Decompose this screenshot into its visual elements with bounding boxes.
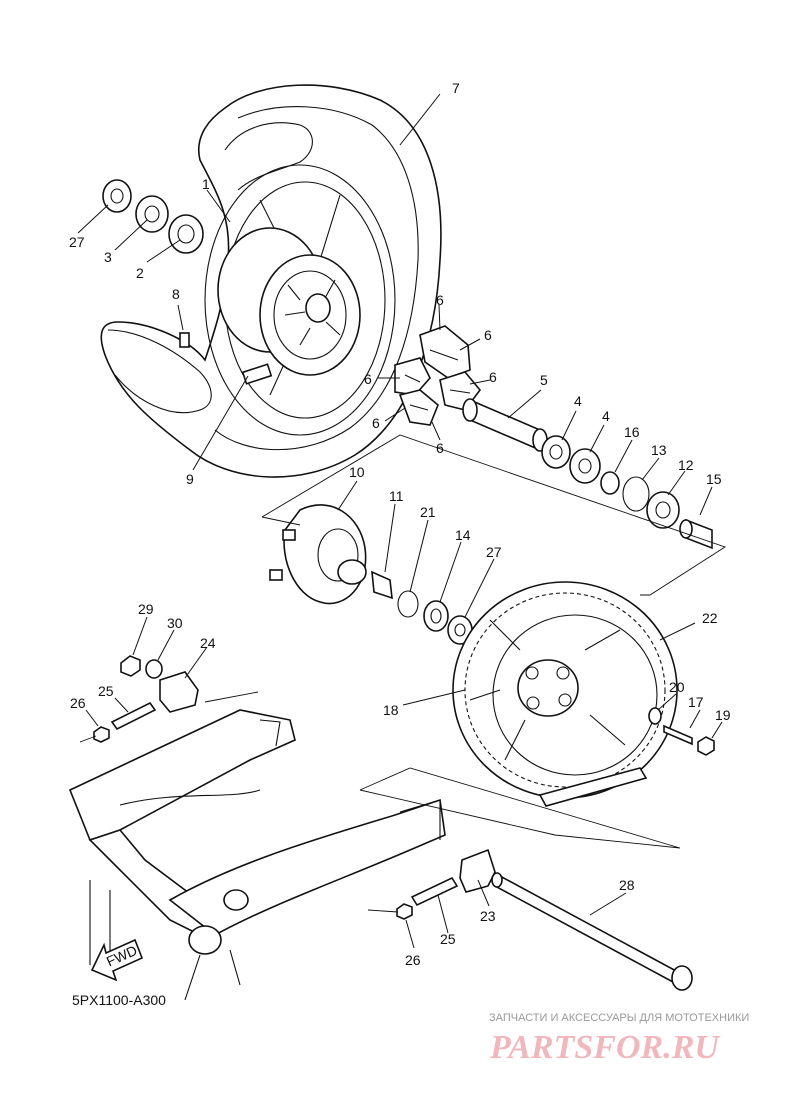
callout-25: 25 <box>98 683 114 699</box>
watermark-tagline: ЗАПЧАСТИ И АКСЕССУАРЫ ДЛЯ МОТОТЕХНИКИ <box>489 1012 749 1024</box>
nut <box>120 655 141 677</box>
valve-stem <box>241 363 273 385</box>
callout-7: 7 <box>452 80 460 96</box>
belt <box>538 767 648 807</box>
callout-28: 28 <box>619 877 635 893</box>
washer <box>145 659 163 679</box>
callout-10: 10 <box>349 464 365 480</box>
bearing <box>371 570 393 600</box>
locknut <box>93 726 110 743</box>
swingarm <box>68 709 446 1001</box>
callout-6: 6 <box>364 371 372 387</box>
oil-seal <box>135 195 169 233</box>
washer <box>648 707 662 725</box>
locknut <box>396 903 413 920</box>
callout-4: 4 <box>574 393 582 409</box>
callout-12: 12 <box>678 457 694 473</box>
spacer <box>469 398 541 452</box>
bearing <box>541 435 571 469</box>
callout-6: 6 <box>484 327 492 343</box>
assembly-guide-lines <box>79 434 727 913</box>
forward-arrow: FWD <box>90 938 144 982</box>
circlip <box>397 590 419 618</box>
diagram-code: 5PX1100-A300 <box>72 992 166 1008</box>
rear-wheel-assembly <box>100 84 442 478</box>
oil-seal <box>646 491 680 529</box>
callout-8: 8 <box>172 286 180 302</box>
callout-1: 1 <box>202 176 210 192</box>
watermark: ЗАПЧАСТИ И АКСЕССУАРЫ ДЛЯ МОТОТЕХНИКИ PA… <box>489 1012 749 1066</box>
callout-16: 16 <box>624 424 640 440</box>
leader-lines <box>77 93 723 949</box>
pulley-hub <box>269 504 473 645</box>
balance-weight <box>179 332 190 348</box>
callout-11: 11 <box>389 488 404 504</box>
callout-6: 6 <box>489 369 497 385</box>
callout-18: 18 <box>383 702 399 718</box>
rear-axle <box>491 872 693 991</box>
callout-6: 6 <box>372 415 380 431</box>
callout-13: 13 <box>651 442 667 458</box>
callout-21: 21 <box>420 504 436 520</box>
callout-9: 9 <box>186 471 194 487</box>
drive-pulley <box>452 581 715 807</box>
callout-6: 6 <box>436 292 444 308</box>
callout-23: 23 <box>480 908 496 924</box>
callout-2: 2 <box>136 265 144 281</box>
callout-26: 26 <box>405 952 421 968</box>
bearing <box>168 214 204 254</box>
callout-6: 6 <box>436 440 444 456</box>
callout-17: 17 <box>688 694 704 710</box>
right-axle-stack <box>462 398 713 550</box>
callout-4: 4 <box>602 408 610 424</box>
bearing <box>569 448 601 484</box>
rim <box>204 164 396 436</box>
callout-labels: 1 2 3 4 4 5 6 6 6 6 6 6 7 8 9 10 11 12 1… <box>69 80 731 968</box>
callout-27: 27 <box>69 234 85 250</box>
collar <box>600 471 620 495</box>
nut <box>697 736 715 756</box>
adjusting-plate <box>459 848 496 893</box>
callout-26: 26 <box>70 695 86 711</box>
callout-15: 15 <box>706 471 722 487</box>
callout-29: 29 <box>138 601 154 617</box>
adjusting-bolt <box>110 701 157 731</box>
oil-seal <box>423 600 449 632</box>
callout-27: 27 <box>486 544 502 560</box>
callout-25: 25 <box>440 931 456 947</box>
callout-24: 24 <box>200 635 216 651</box>
collar <box>102 179 132 213</box>
left-bearing-stack <box>102 179 204 254</box>
adjusting-bolt <box>410 876 459 907</box>
callout-14: 14 <box>455 527 471 543</box>
bolt <box>663 724 693 746</box>
callout-5: 5 <box>540 372 548 388</box>
callout-22: 22 <box>702 610 718 626</box>
circlip <box>622 476 650 512</box>
watermark-brand: PARTSFOR.RU <box>489 1029 721 1066</box>
adjusting-plate <box>159 671 199 713</box>
callout-30: 30 <box>167 615 183 631</box>
chain-adjusters <box>93 655 496 920</box>
callout-19: 19 <box>715 707 731 723</box>
callout-20: 20 <box>669 679 685 695</box>
callout-3: 3 <box>104 249 112 265</box>
